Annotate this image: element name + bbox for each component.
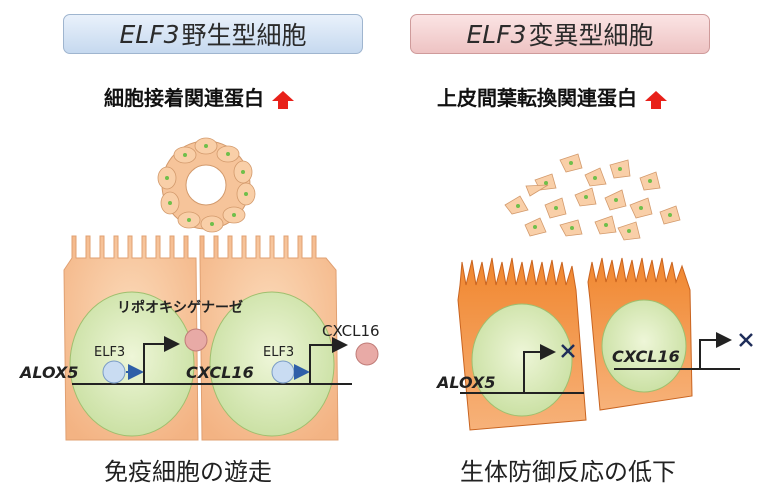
mesenchymal-cells: [504, 153, 681, 241]
up-arrow-icon: [272, 91, 294, 109]
header-mutant: ELF3 変異型細胞: [410, 14, 710, 54]
mutant-cxcl16-label: CXCL16: [612, 347, 680, 366]
subtitle-mutant-text: 上皮間葉転換関連蛋白: [437, 86, 637, 110]
header-mutant-text: 変異型細胞: [528, 21, 654, 50]
mutant-alox5-diagram: [460, 344, 584, 394]
epithelial-spheroid: [157, 137, 256, 233]
up-arrow-icon: [645, 91, 667, 109]
caption-mutant: 生体防御反応の低下: [460, 458, 676, 486]
cross-icon: [739, 333, 753, 347]
header-wild-gene: ELF3: [119, 19, 180, 49]
header-wild-text: 野生型細胞: [181, 21, 307, 50]
mutant-cxcl16-diagram: [614, 332, 753, 370]
subtitle-wild: 細胞接着関連蛋白: [104, 82, 294, 111]
header-mutant-gene: ELF3: [466, 19, 527, 49]
cross-icon: [561, 344, 575, 358]
lipoxygenase-label: リポオキシゲナーゼ: [117, 299, 243, 316]
subtitle-wild-text: 細胞接着関連蛋白: [104, 86, 264, 110]
cxcl16-gene-diagram: [194, 337, 379, 385]
cxcl16-label: CXCL16: [186, 363, 254, 382]
mutant-cells: [457, 257, 693, 431]
elf3-label-1: ELF3: [94, 345, 125, 360]
header-wild-type: ELF3 野生型細胞: [63, 14, 363, 54]
elf3-label-2: ELF3: [263, 345, 294, 360]
alox5-gene-diagram: [72, 328, 226, 385]
mutant-alox5-label: ALOX5: [435, 373, 496, 392]
subtitle-mutant: 上皮間葉転換関連蛋白: [437, 82, 667, 111]
cxcl16-protein-label: CXCL16: [322, 322, 380, 340]
alox5-label: ALOX5: [18, 363, 79, 382]
caption-wild: 免疫細胞の遊走: [104, 458, 272, 486]
